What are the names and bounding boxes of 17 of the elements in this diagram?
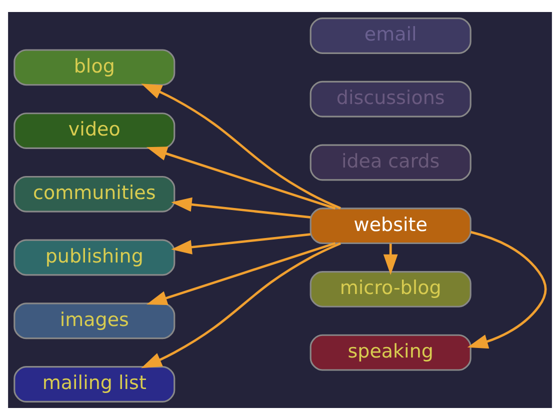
arrow <box>141 242 342 368</box>
node-box: mailing list <box>14 366 176 402</box>
node-box: publishing <box>14 239 176 276</box>
arrow <box>383 244 398 275</box>
arrow <box>146 146 336 210</box>
node-box: micro-blog <box>310 270 472 308</box>
arrow <box>171 233 311 254</box>
arrow <box>171 197 311 219</box>
node-box: website <box>310 208 472 244</box>
arrow <box>467 230 547 349</box>
arrow <box>146 242 336 306</box>
node-box: images <box>14 302 176 340</box>
arrow <box>141 84 342 210</box>
node-box: speaking <box>310 334 472 371</box>
node-box: communities <box>14 176 176 212</box>
node-box: blog <box>14 49 176 86</box>
node-box: video <box>14 112 176 150</box>
